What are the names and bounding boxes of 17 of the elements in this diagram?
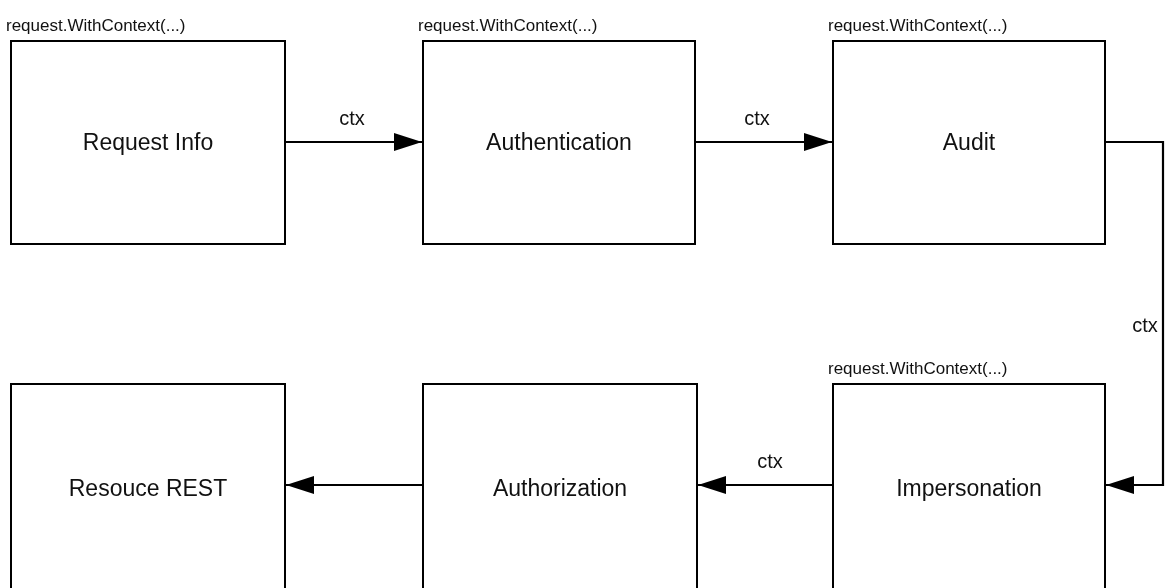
box-label: Request Info [82,129,214,156]
process-box [422,383,698,588]
context-note: request.WithContext(...) [828,16,1008,36]
process-box [10,383,286,588]
arrow [698,476,832,494]
box-label: Resouce REST [68,474,228,502]
arrow [696,133,832,151]
box-label: Impersonation [896,474,1042,502]
arrow [1106,140,1165,494]
box-label: Authentication [486,129,632,156]
box-label: Authorization [492,474,628,502]
context-note: request.WithContext(...) [418,16,598,36]
context-note: request.WithContext(...) [6,16,186,36]
context-note: request.WithContext(...) [828,359,1008,379]
box-label: Audit [942,129,996,156]
arrow [286,133,422,151]
arrow [286,476,422,494]
